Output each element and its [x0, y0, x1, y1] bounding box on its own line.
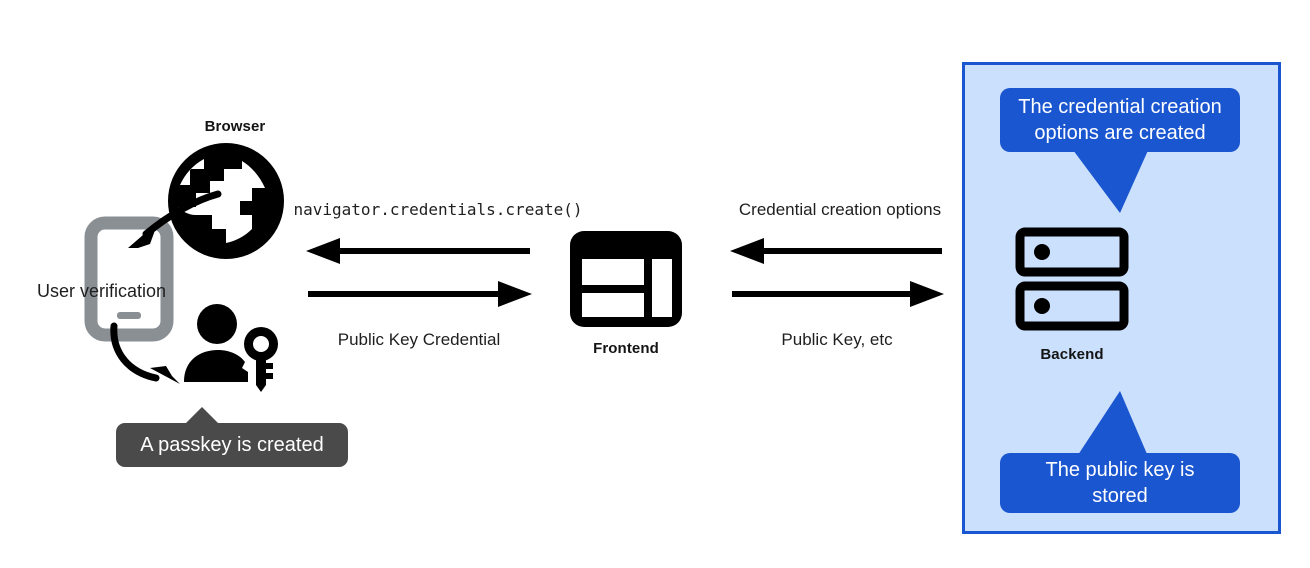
public-key-stored-line2: stored: [1092, 485, 1148, 507]
person-with-key-icon: [182, 302, 287, 392]
public-key-credential-label: Public Key Credential: [337, 330, 501, 349]
credential-options-line2: options are created: [1034, 122, 1206, 144]
credential-creation-options-label: Credential creation options: [738, 200, 942, 219]
dashboard-icon: [568, 229, 684, 329]
globe-icon: [166, 141, 286, 261]
globe-to-device-arrow: [100, 186, 230, 266]
public-key-etc-label: Public Key, etc: [781, 330, 893, 349]
backend-outbound-arrow: [730, 281, 944, 307]
public-key-stored-line1: The public key is: [1045, 459, 1195, 481]
device-to-user-arrow: [108, 322, 218, 397]
browser-label: Browser: [204, 118, 266, 135]
browser-inbound-arrow: [306, 238, 532, 264]
backend-inbound-arrow: [730, 238, 944, 264]
passkey-created-text: A passkey is created: [140, 434, 324, 456]
smartphone-icon: [84, 216, 174, 342]
server-rack-icon: [1015, 227, 1129, 332]
user-verification-label: User verification: [37, 281, 167, 301]
browser-outbound-arrow: [306, 281, 532, 307]
navigator-create-label: navigator.credentials.create(): [293, 200, 583, 219]
credential-options-line1: The credential creation: [1018, 96, 1222, 118]
frontend-label: Frontend: [593, 340, 659, 357]
backend-label: Backend: [1040, 346, 1104, 363]
